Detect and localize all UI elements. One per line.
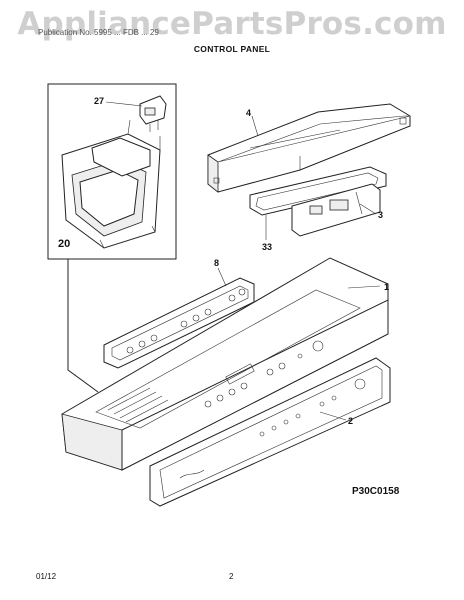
watermark: AppliancePartsPros.com	[17, 6, 447, 42]
part-4-bracket	[207, 103, 411, 193]
callout-20: 20	[58, 238, 70, 250]
part-33-gasket	[249, 166, 387, 216]
leader-1	[347, 285, 381, 289]
footer-date: 01/12	[36, 572, 57, 581]
callout-33: 33	[262, 242, 272, 252]
part-27-switch	[139, 95, 167, 132]
diagram-code: P30C0158	[352, 486, 400, 497]
part-2-front-overlay	[149, 357, 391, 507]
part-1-console-panel	[61, 257, 389, 471]
publication-header: Publication No. 5995 ... FDB ... 29	[38, 28, 159, 37]
section-title: CONTROL PANEL	[193, 44, 271, 54]
leader-2	[319, 411, 347, 421]
callout-8: 8	[214, 258, 219, 268]
inset-frame	[47, 83, 177, 260]
callout-27: 27	[94, 96, 104, 106]
leader-8	[217, 267, 227, 287]
callout-2: 2	[348, 416, 353, 426]
footer-page-number: 2	[229, 572, 234, 581]
leader-3	[359, 203, 377, 215]
leader-20	[67, 259, 99, 393]
callout-3: 3	[378, 210, 383, 220]
callout-4: 4	[246, 108, 251, 118]
part-20-dispenser	[61, 119, 161, 249]
callout-1: 1	[384, 282, 389, 292]
leader-4	[251, 115, 259, 137]
part-3-control-board	[291, 183, 381, 237]
leader-27	[105, 101, 143, 107]
